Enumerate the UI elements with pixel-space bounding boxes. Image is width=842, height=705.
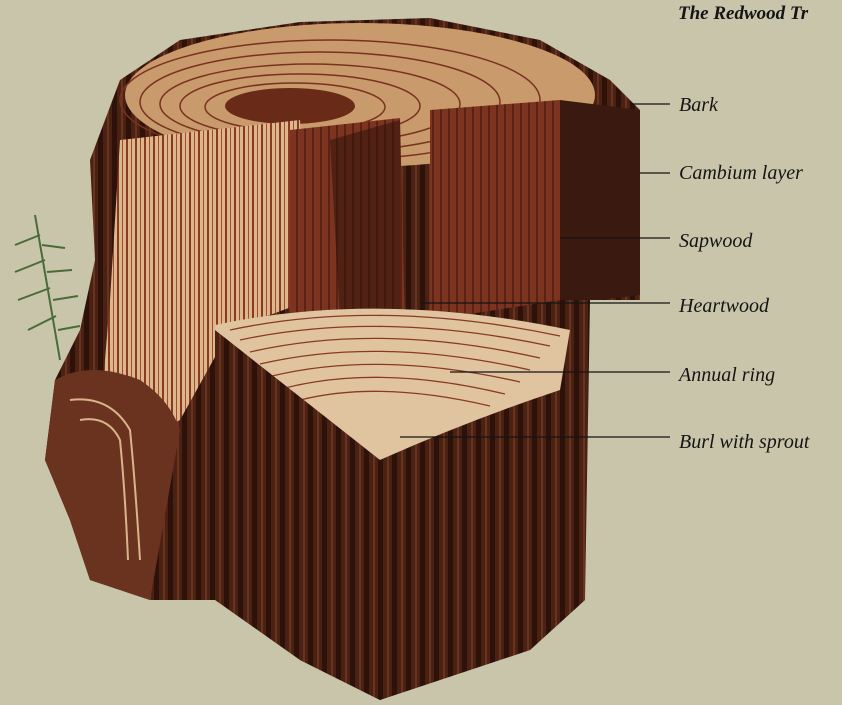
- label-annual-ring: Annual ring: [679, 364, 775, 386]
- figure-title: The Redwood Tr: [678, 3, 808, 25]
- label-sapwood: Sapwood: [679, 230, 752, 252]
- fern-sprout-icon: [15, 215, 80, 360]
- label-cambium-layer: Cambium layer: [679, 162, 803, 184]
- label-bark: Bark: [679, 94, 718, 116]
- sapwood-peel: [430, 100, 560, 320]
- cambium-peel: [560, 100, 640, 300]
- label-heartwood: Heartwood: [679, 295, 769, 317]
- label-burl-with-sprout: Burl with sprout: [679, 431, 809, 453]
